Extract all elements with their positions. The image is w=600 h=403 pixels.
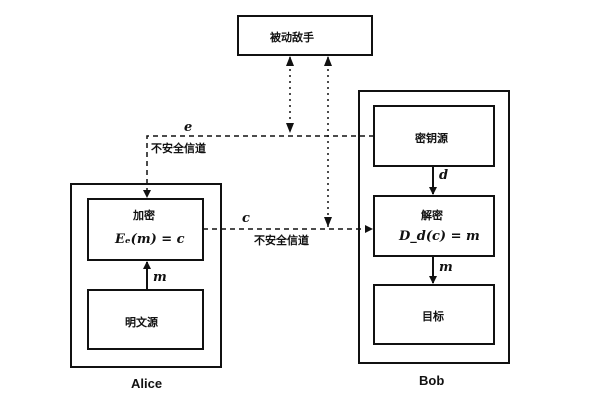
adversary-label: 被动敌手 [270, 31, 314, 44]
adversary-box [237, 15, 373, 56]
decrypt-box [373, 195, 495, 257]
adversary-tap-key-arrow-up [286, 56, 294, 66]
decrypt-title: 解密 [421, 209, 443, 222]
bob-container [358, 90, 510, 364]
key-channel-label: 不安全信道 [151, 142, 206, 155]
key-channel-line [143, 135, 374, 198]
key-d-symbol: d [439, 168, 449, 183]
plaintext-source-box [87, 289, 204, 350]
key-source-box [373, 105, 495, 167]
alice-m-symbol: m [153, 270, 167, 285]
alice-container [70, 183, 222, 368]
bob-caption: Bob [419, 373, 445, 388]
key-source-label: 密钥源 [415, 132, 448, 145]
adversary-tap-key-arrow-down [286, 123, 294, 133]
plaintext-source-label: 明文源 [125, 316, 158, 329]
adversary-tap-cipher-arrow-down [324, 217, 332, 227]
adversary-tap-cipher-arrow-up [324, 56, 332, 66]
encrypt-formula: Eₑ(m) = c [115, 232, 185, 247]
destination-box [373, 284, 495, 345]
cipher-channel-label: 不安全信道 [254, 234, 309, 247]
encrypt-title: 加密 [133, 209, 155, 222]
key-channel-symbol: e [184, 120, 193, 135]
encrypt-box [87, 198, 204, 261]
bob-m-symbol: m [439, 260, 453, 275]
cipher-channel-symbol: c [242, 211, 250, 226]
destination-label: 目标 [422, 310, 444, 323]
decrypt-formula: D_d(c) = m [399, 229, 480, 244]
alice-caption: Alice [131, 376, 163, 391]
